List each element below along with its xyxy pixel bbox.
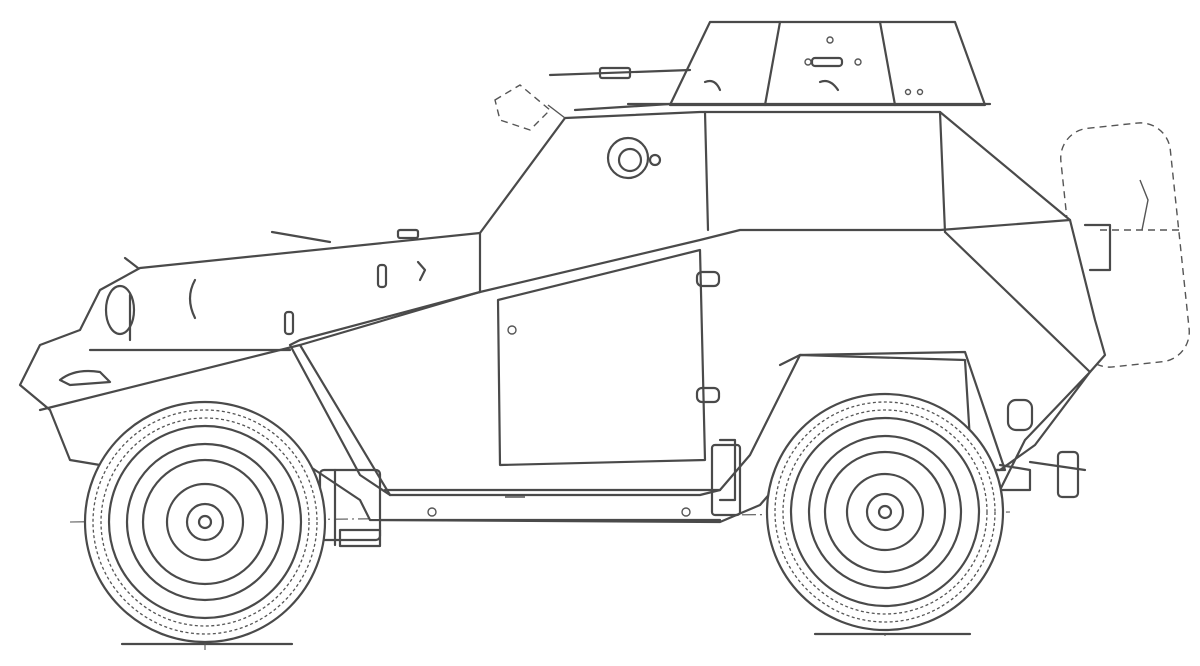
rear-suspension [427, 443, 742, 517]
front-wheel [83, 400, 327, 644]
vision-port [606, 136, 662, 180]
machine-gun [494, 66, 692, 131]
rear-wheel [765, 392, 1005, 632]
front-details [58, 228, 427, 387]
turret [626, 20, 992, 107]
side-door [496, 248, 737, 502]
rear-details [998, 398, 1087, 499]
ground-lines [120, 632, 972, 646]
spare-wheel [1060, 122, 1190, 368]
